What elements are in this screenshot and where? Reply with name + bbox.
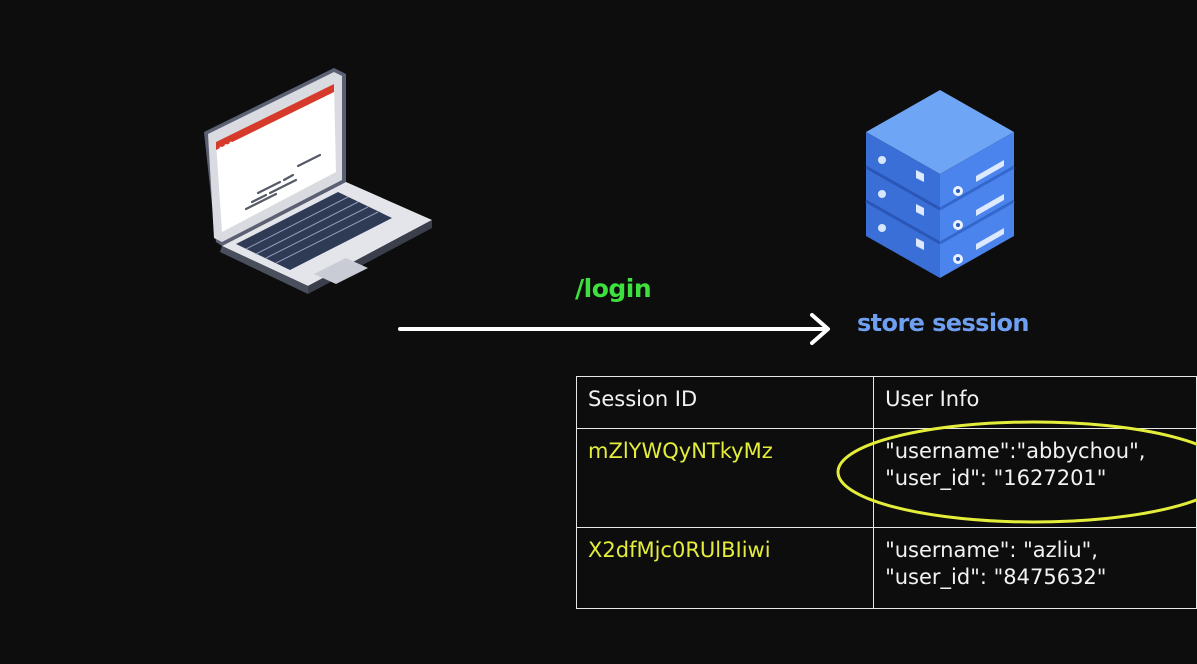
header-user-info: User Info — [873, 376, 1197, 429]
session-id-cell: X2dfMjc0RUlBIiwi — [575, 527, 875, 609]
table-header-row: Session ID User Info — [575, 376, 1197, 429]
user-info-line: "user_id": "1627201" — [885, 466, 1107, 490]
route-label: /login — [575, 274, 652, 303]
user-info-cell: "username":"abbychou", "user_id": "16272… — [873, 428, 1197, 528]
arrow-right-icon — [398, 313, 830, 345]
table-row: X2dfMjc0RUlBIiwi "username": "azliu", "u… — [575, 527, 1197, 609]
server-label: store session — [857, 309, 1029, 337]
server-icon — [865, 90, 1015, 278]
header-session-id: Session ID — [575, 376, 875, 429]
laptop-icon — [204, 68, 432, 294]
user-info-line: "username": "azliu", — [885, 538, 1098, 562]
user-info-line: "username":"abbychou", — [885, 439, 1146, 463]
table-row: mZlYWQyNTkyMz "username":"abbychou", "us… — [575, 428, 1197, 528]
user-info-line: "user_id": "8475632" — [885, 565, 1107, 589]
user-info-cell: "username": "azliu", "user_id": "8475632… — [873, 527, 1197, 609]
session-table: Session ID User Info mZlYWQyNTkyMz "user… — [575, 376, 1197, 609]
session-id-cell: mZlYWQyNTkyMz — [575, 428, 875, 528]
